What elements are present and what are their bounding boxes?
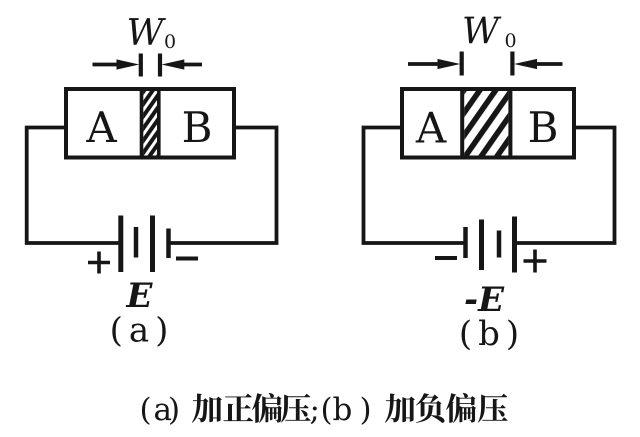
- region-a-label-a: A: [85, 103, 117, 152]
- depletion-region-a: [139, 87, 161, 159]
- wire-left-a: [24, 125, 121, 245]
- wire-right-a: [167, 125, 279, 245]
- depletion-hatch-b: [464, 90, 509, 156]
- caption-char: a: [154, 392, 172, 428]
- caption-char: ): [168, 392, 180, 428]
- depletion-region-b: [460, 87, 513, 159]
- width-label-b: W 0: [462, 12, 517, 53]
- width-arrows-b: [408, 51, 563, 76]
- width-label-sub-a: 0: [164, 31, 176, 53]
- wire-right-b: [513, 125, 617, 245]
- diagram-a: A B W 0 + − E (a): [24, 13, 279, 351]
- battery-b: [463, 216, 517, 273]
- plus-sign-icon-a: +: [88, 251, 110, 274]
- wire-left-b: [361, 125, 466, 245]
- emf-label-b: -E: [464, 280, 505, 320]
- battery-a: [118, 215, 171, 272]
- arrow-left-head-a: [116, 59, 140, 70]
- caption-char: [415, 393, 445, 423]
- arrow-right-head-a: [161, 59, 185, 70]
- arrow-left-head-b: [437, 58, 461, 70]
- caption-char: [280, 393, 311, 423]
- caption-char: [252, 392, 283, 423]
- width-label-base-b: W: [462, 12, 502, 53]
- region-b-label-a: B: [182, 103, 213, 152]
- width-label-a: W 0: [127, 13, 177, 54]
- caption-char: [192, 393, 222, 423]
- caption-char: ): [360, 392, 372, 428]
- caption-char: [223, 393, 254, 422]
- width-arrows-a: [92, 53, 202, 77]
- sublabel-a: (a): [110, 311, 175, 351]
- caption-char: [477, 393, 508, 423]
- sublabel-b: (b): [459, 314, 525, 354]
- diagram-b: A B W 0 − + -E (b): [361, 12, 617, 354]
- width-label-base-a: W: [127, 13, 167, 54]
- arrow-right-head-b: [514, 58, 537, 70]
- region-a-label-b: A: [415, 104, 447, 153]
- caption-char: ;: [310, 392, 320, 428]
- region-b-label-b: B: [528, 103, 559, 152]
- plus-sign-icon-b: +: [523, 249, 547, 273]
- width-label-sub-b: 0: [505, 30, 517, 52]
- depletion-hatch-a: [143, 90, 157, 156]
- caption-char: b: [333, 392, 353, 428]
- caption-char: (: [321, 392, 333, 428]
- caption-char: [385, 393, 415, 423]
- caption-char: [446, 392, 477, 423]
- figure-caption: (a);(b): [140, 392, 508, 428]
- emf-label-a: E: [126, 276, 154, 316]
- caption-char: (: [140, 392, 152, 428]
